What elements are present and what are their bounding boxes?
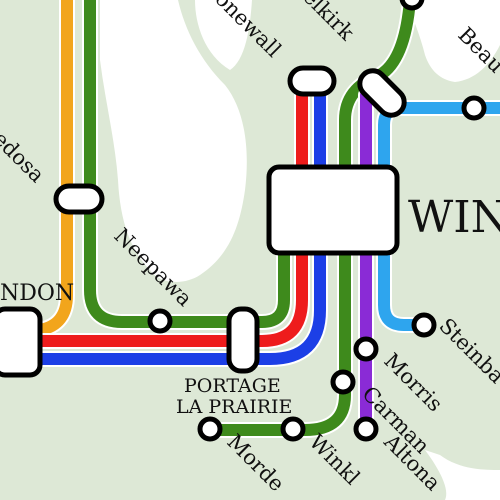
carman-station[interactable] bbox=[330, 369, 356, 395]
portage-station[interactable] bbox=[226, 306, 260, 374]
beau-station[interactable] bbox=[461, 95, 487, 121]
steinbach-station[interactable] bbox=[411, 312, 437, 338]
winkler-station[interactable] bbox=[280, 416, 306, 442]
altona-station[interactable] bbox=[353, 416, 379, 442]
edosa-station[interactable] bbox=[53, 183, 105, 215]
label-portage-2: LA PRAIRIE bbox=[176, 396, 292, 418]
morden-station[interactable] bbox=[197, 416, 223, 442]
lake-east bbox=[405, 0, 500, 82]
stonewall-station[interactable] bbox=[287, 65, 337, 97]
label-ndon: NDON bbox=[0, 281, 74, 306]
selkirk-station[interactable] bbox=[354, 65, 409, 120]
stations bbox=[0, 0, 487, 442]
lake-southeast bbox=[425, 450, 500, 500]
label-winnipeg: WIN bbox=[408, 192, 500, 243]
morris-station[interactable] bbox=[353, 336, 379, 362]
top-station[interactable] bbox=[399, 0, 425, 11]
neepawa-station[interactable] bbox=[147, 308, 173, 334]
lake-manitoba bbox=[100, 0, 247, 282]
winnipeg-station[interactable] bbox=[266, 164, 400, 256]
lakes bbox=[100, 0, 500, 500]
lake-winnipeg bbox=[195, 0, 252, 70]
label-portage-1: PORTAGE bbox=[184, 375, 281, 397]
ndon-station[interactable] bbox=[0, 306, 43, 378]
